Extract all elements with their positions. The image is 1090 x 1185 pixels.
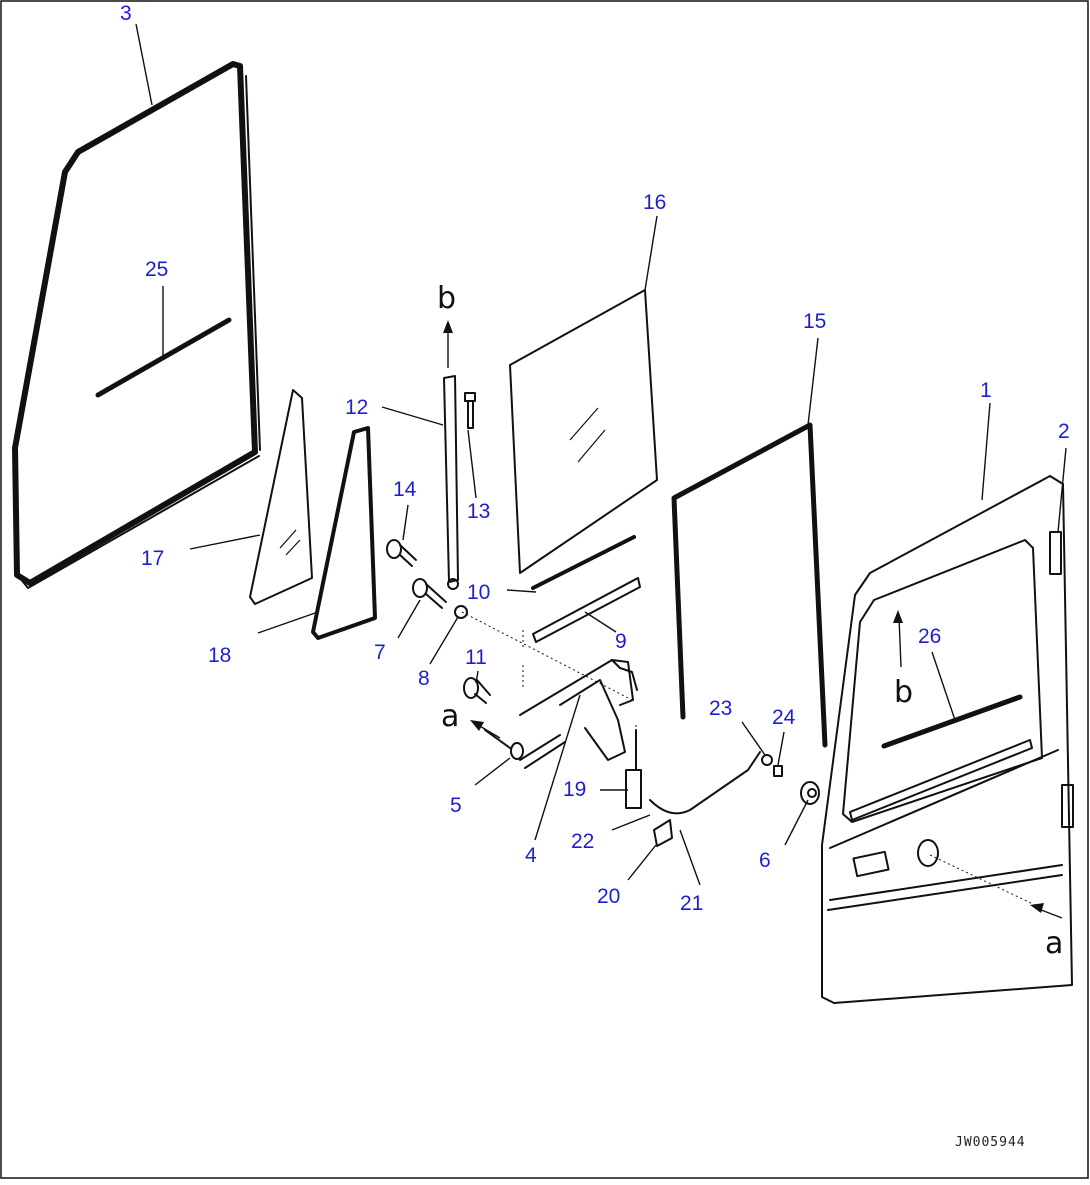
part-15-run-channel bbox=[671, 422, 828, 748]
callout-18: 18 bbox=[208, 644, 231, 667]
callout-12: 12 bbox=[345, 396, 368, 419]
part-1-door-panel bbox=[821, 475, 1073, 1004]
callout-13: 13 bbox=[467, 500, 490, 523]
leader-lines bbox=[135, 23, 1067, 886]
callout-8: 8 bbox=[418, 667, 430, 690]
reference-arrow-b-top bbox=[443, 320, 453, 368]
callout-16: 16 bbox=[643, 191, 666, 214]
callout-7: 7 bbox=[374, 641, 386, 664]
callout-4: 4 bbox=[525, 844, 537, 867]
callout-3: 3 bbox=[120, 2, 132, 25]
callout-20: 20 bbox=[597, 885, 620, 908]
callout-21: 21 bbox=[680, 892, 703, 915]
callout-1: 1 bbox=[980, 379, 992, 402]
callout-10: 10 bbox=[467, 581, 490, 604]
callout-23: 23 bbox=[709, 697, 732, 720]
callout-19: 19 bbox=[563, 778, 586, 801]
reference-letter-b-top: b bbox=[437, 281, 456, 316]
assembly-line-2 bbox=[929, 854, 1036, 906]
part-9-rail bbox=[532, 577, 641, 643]
reference-letter-b-door: b bbox=[894, 675, 913, 710]
part-5-screw bbox=[484, 729, 524, 760]
part-8-washer bbox=[454, 605, 468, 619]
reference-letter-a-left: a bbox=[441, 699, 459, 734]
reference-arrow-a-right bbox=[1030, 903, 1063, 919]
part-13-bolt bbox=[464, 392, 476, 429]
callout-15: 15 bbox=[803, 310, 826, 333]
reference-arrow-b-door bbox=[893, 610, 903, 668]
callout-11: 11 bbox=[465, 646, 487, 669]
callout-9: 9 bbox=[615, 630, 627, 653]
part-20-connector bbox=[653, 819, 673, 847]
callout-17: 17 bbox=[141, 547, 164, 570]
part-26-strip bbox=[881, 694, 1023, 749]
part-21-harness bbox=[635, 729, 761, 815]
drawing-code: JW005944 bbox=[955, 1135, 1026, 1150]
part-23-grommet bbox=[761, 754, 773, 766]
part-6-bumper bbox=[800, 781, 820, 805]
callout-25: 25 bbox=[145, 258, 168, 281]
part-18-corner-seal bbox=[311, 426, 377, 640]
assembly-line-1 bbox=[461, 611, 633, 701]
part-2-hinge bbox=[1049, 531, 1074, 828]
part-17-corner-glass bbox=[249, 389, 313, 605]
callout-labels: 1 2 3 4 5 6 7 8 9 10 11 12 13 14 15 16 1… bbox=[120, 2, 1070, 915]
part-7-bolt bbox=[412, 578, 447, 609]
part-10-rail bbox=[531, 535, 636, 590]
part-25-strip bbox=[95, 317, 232, 398]
callout-26: 26 bbox=[918, 625, 941, 648]
door-inner-rail bbox=[849, 739, 1033, 821]
callout-14: 14 bbox=[393, 478, 417, 501]
reference-letter-a-right: a bbox=[1045, 926, 1063, 961]
part-3-window-seal bbox=[12, 61, 261, 589]
reference-arrow-a-left bbox=[470, 720, 501, 739]
part-11-nut bbox=[463, 677, 491, 704]
callout-6: 6 bbox=[759, 849, 771, 872]
part-12-rod bbox=[443, 375, 459, 590]
part-4-regulator bbox=[519, 659, 638, 769]
callout-2: 2 bbox=[1058, 420, 1070, 443]
part-24-clip bbox=[773, 765, 783, 777]
part-16-door-glass bbox=[509, 289, 658, 574]
callout-24: 24 bbox=[772, 706, 796, 729]
callout-5: 5 bbox=[450, 794, 462, 817]
part-19-motor bbox=[625, 769, 642, 809]
callout-22: 22 bbox=[571, 830, 594, 853]
part-14-bolt bbox=[386, 539, 417, 567]
